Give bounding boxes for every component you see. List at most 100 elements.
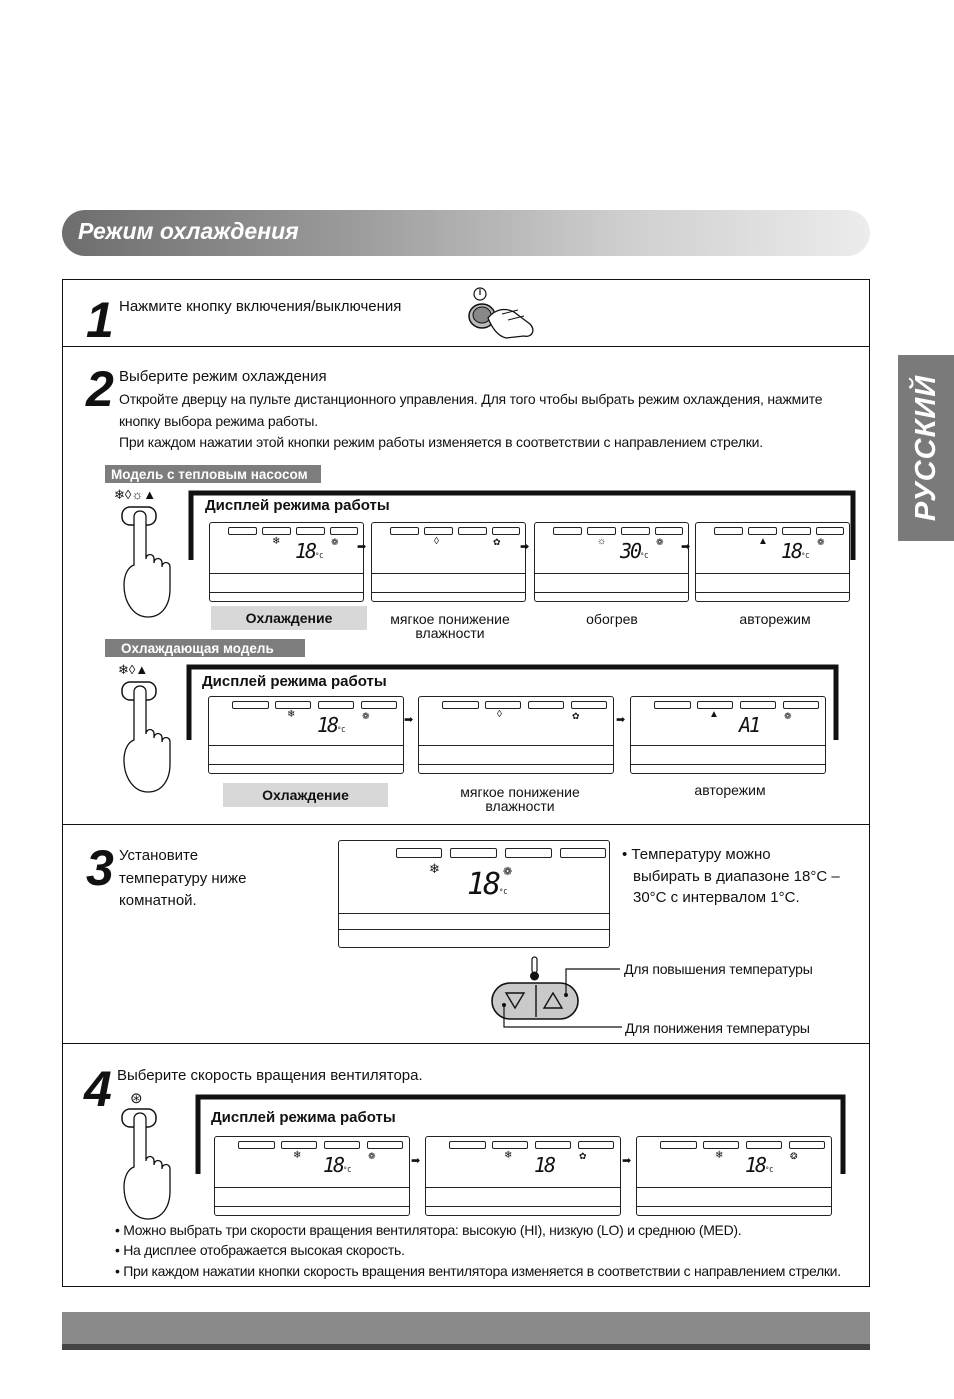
divider <box>62 1043 870 1044</box>
temperature-up-icon <box>542 991 564 1009</box>
step2-heading: Выберите режим охлаждения <box>119 368 327 385</box>
fan-speed-icon: ❁ <box>656 537 664 547</box>
mode-label-cooling: Охлаждение <box>223 783 388 807</box>
next-arrow-icon: ➡ <box>411 1155 421 1167</box>
up-button-label: Для повышения температуры <box>624 961 813 977</box>
step-number: 1 <box>86 292 114 348</box>
fan-speed-icon: ❁ <box>817 537 825 547</box>
mode-icons: ❄◊▲ <box>118 662 149 677</box>
mode-icons: ❄◊☼▲ <box>114 487 157 502</box>
fan-speed-icon: ❁ <box>368 1151 376 1161</box>
section-title: Режим охлаждения <box>78 218 299 244</box>
lcd-display: ▲A1❁ <box>630 696 826 774</box>
fan-speed-icon: ⊛ <box>130 1090 143 1107</box>
lcd-display: ▲ 18°C ❁ <box>695 522 850 602</box>
range-note3: 30°C с интервалом 1°C. <box>633 889 800 906</box>
range-note2: выбирать в диапазоне 18°C – <box>633 868 840 885</box>
divider <box>62 346 870 347</box>
mode-icon: ❄ <box>504 1150 513 1161</box>
temperature-buttons <box>491 956 622 1028</box>
mode-cycle-frame <box>186 664 839 740</box>
language-tab: РУССКИЙ <box>898 355 954 541</box>
mode-label-dry: мягкое понижение влажности <box>460 784 580 814</box>
mode-label-heat: обогрев <box>586 611 638 627</box>
cool-mode-icon: ❄ <box>429 861 440 876</box>
lcd-display: ☼ 30°C ❁ <box>534 522 689 602</box>
mode-icon: ▲ <box>709 709 719 720</box>
lcd-display: ◊✿ <box>371 522 526 602</box>
step3-text2: температуру ниже <box>119 870 247 887</box>
heatpump-model-tag: Модель с тепловым насосом <box>105 465 321 483</box>
lcd-display: ❄ 18°C ❁ <box>214 1136 410 1216</box>
fan-note3: • При каждом нажатии кнопки скорость вра… <box>115 1263 841 1279</box>
footer-bar <box>62 1312 870 1350</box>
fan-speed-icon: ✿ <box>572 711 580 721</box>
mode-cycle-frame <box>188 490 856 560</box>
fan-speed-icon: ❁ <box>331 537 339 547</box>
next-arrow-icon: ➡ <box>616 714 626 726</box>
temperature-readout: 18 <box>534 1153 556 1177</box>
fan-cycle-frame <box>195 1094 846 1174</box>
mode-icon: ☼ <box>597 536 607 547</box>
step3-text3: комнатной. <box>119 892 197 909</box>
power-button-hand-icon <box>468 287 534 339</box>
mode-icon: ▲ <box>758 536 768 547</box>
divider <box>62 824 870 825</box>
next-arrow-icon: ➡ <box>622 1155 632 1167</box>
temperature-readout: 30°C <box>620 539 649 563</box>
fan-note1: • Можно выбрать три скорости вращения ве… <box>115 1222 742 1238</box>
lcd-display: ◊✿ <box>418 696 614 774</box>
temperature-readout: 18°C <box>317 713 346 737</box>
lcd-display: ❄18°C❁ <box>209 522 364 602</box>
mode-icon: ◊ <box>434 536 439 547</box>
display-title: Дисплей режима работы <box>205 497 390 514</box>
lcd-display: ❄ 18°C ❂ <box>636 1136 832 1216</box>
step2-line3: При каждом нажатии этой кнопки режим раб… <box>119 434 763 450</box>
fan-speed-icon: ✿ <box>579 1151 587 1161</box>
mode-label-cooling: Охлаждение <box>211 606 367 630</box>
lcd-display: ❄ 18°C ❁ <box>208 696 404 774</box>
display-title: Дисплей режима работы <box>202 673 387 690</box>
temperature-readout: 18°C <box>781 539 810 563</box>
language-tab-label: РУССКИЙ <box>909 374 942 522</box>
next-arrow-icon: ➡ <box>681 541 691 553</box>
lcd-display-large: ❄ 18°C ❁ <box>338 840 610 948</box>
step-number: 3 <box>86 840 114 896</box>
mode-icon: ❄ <box>272 536 281 547</box>
mode-icon: ◊ <box>497 709 502 720</box>
fan-speed-icon: ✿ <box>493 537 501 547</box>
range-note1: • Температуру можно <box>622 846 771 863</box>
step-number: 2 <box>86 361 114 417</box>
mode-label-auto: авторежим <box>739 611 811 627</box>
mode-button-hand-icon <box>121 681 171 793</box>
mode-icon: ❄ <box>715 1150 724 1161</box>
step3-text1: Установите <box>119 847 199 864</box>
temperature-down-icon <box>504 992 526 1010</box>
fan-speed-icon: ❁ <box>503 866 513 878</box>
thermometer-icon <box>530 956 539 981</box>
step-number: 4 <box>84 1061 112 1117</box>
fan-speed-icon: ❂ <box>790 1151 798 1161</box>
temperature-readout: 18°C <box>323 1153 352 1177</box>
step2-line1: Откройте дверцу на пульте дистанционного… <box>119 391 823 407</box>
next-arrow-icon: ➡ <box>357 541 367 553</box>
mode-button-hand-icon <box>121 506 171 618</box>
fan-speed-icon: ❁ <box>362 711 370 721</box>
temperature-readout: A1 <box>739 713 761 737</box>
mode-icon: ❄ <box>293 1150 302 1161</box>
temperature-readout: 18°C <box>467 867 508 902</box>
next-arrow-icon: ➡ <box>520 541 530 553</box>
next-arrow-icon: ➡ <box>404 714 414 726</box>
lcd-display: ❄ 18 ✿ <box>425 1136 621 1216</box>
display-title: Дисплей режима работы <box>211 1109 396 1126</box>
fan-button-hand-icon <box>121 1108 171 1220</box>
step1-text: Нажмите кнопку включения/выключения <box>119 298 402 315</box>
mode-icon: ❄ <box>287 709 296 720</box>
temperature-readout: 18°C <box>745 1153 774 1177</box>
step2-line2: кнопку выбора режима работы. <box>119 413 318 429</box>
step4-text: Выберите скорость вращения вентилятора. <box>117 1067 423 1084</box>
mode-label-auto: авторежим <box>694 782 766 798</box>
fan-note2: • На дисплее отображается высокая скорос… <box>115 1242 405 1258</box>
down-button-label: Для понижения температуры <box>625 1020 810 1036</box>
mode-label-dry: мягкое понижение влажности <box>390 611 510 641</box>
